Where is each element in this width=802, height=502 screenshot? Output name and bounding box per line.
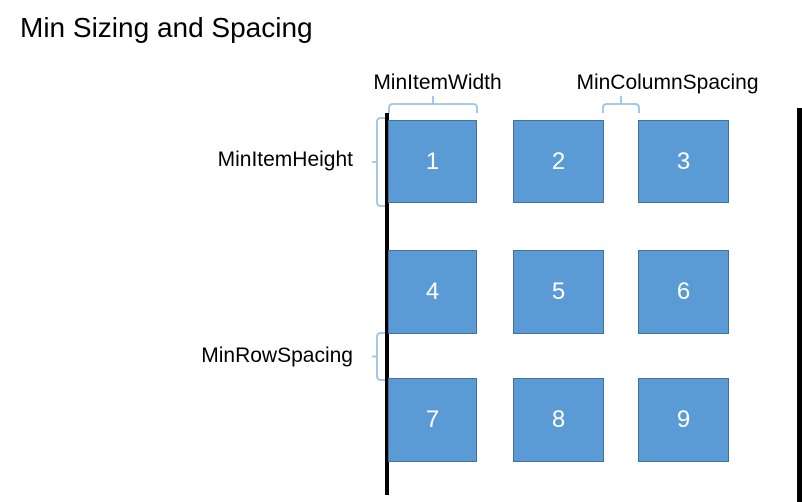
grid-item-number: 9: [676, 406, 691, 433]
grid-item: 7: [388, 378, 477, 462]
grid-item: 6: [638, 250, 729, 334]
min-column-spacing-label: MinColumnSpacing: [576, 71, 759, 94]
grid-item: 3: [638, 120, 729, 203]
grid-item: 8: [513, 378, 604, 462]
grid-item: 5: [513, 250, 604, 334]
grid-item-number: 6: [676, 278, 691, 305]
min-item-width-brace: [388, 96, 478, 113]
grid-item: 2: [513, 120, 604, 203]
page-title: Min Sizing and Spacing: [20, 12, 313, 43]
left-edge-line: [385, 113, 389, 495]
grid-item: 4: [388, 250, 477, 334]
grid-item-number: 4: [425, 278, 440, 305]
min-row-spacing-brace: [372, 332, 385, 381]
grid-item: 1: [388, 120, 477, 203]
min-item-height-label: MinItemHeight: [217, 148, 353, 171]
grid-item: 9: [638, 378, 729, 462]
grid-item-number: 2: [551, 147, 566, 175]
min-item-height-brace: [372, 117, 385, 207]
min-item-width-label: MinItemWidth: [373, 71, 502, 94]
grid-item-number: 3: [676, 147, 691, 175]
min-column-spacing-brace: [602, 96, 640, 113]
grid-item-number: 5: [551, 278, 566, 305]
right-edge-line: [797, 108, 802, 502]
min-row-spacing-label: MinRowSpacing: [201, 344, 353, 367]
grid-item-number: 8: [551, 406, 566, 433]
grid-item-number: 1: [425, 147, 440, 175]
grid-item-number: 7: [425, 406, 440, 433]
